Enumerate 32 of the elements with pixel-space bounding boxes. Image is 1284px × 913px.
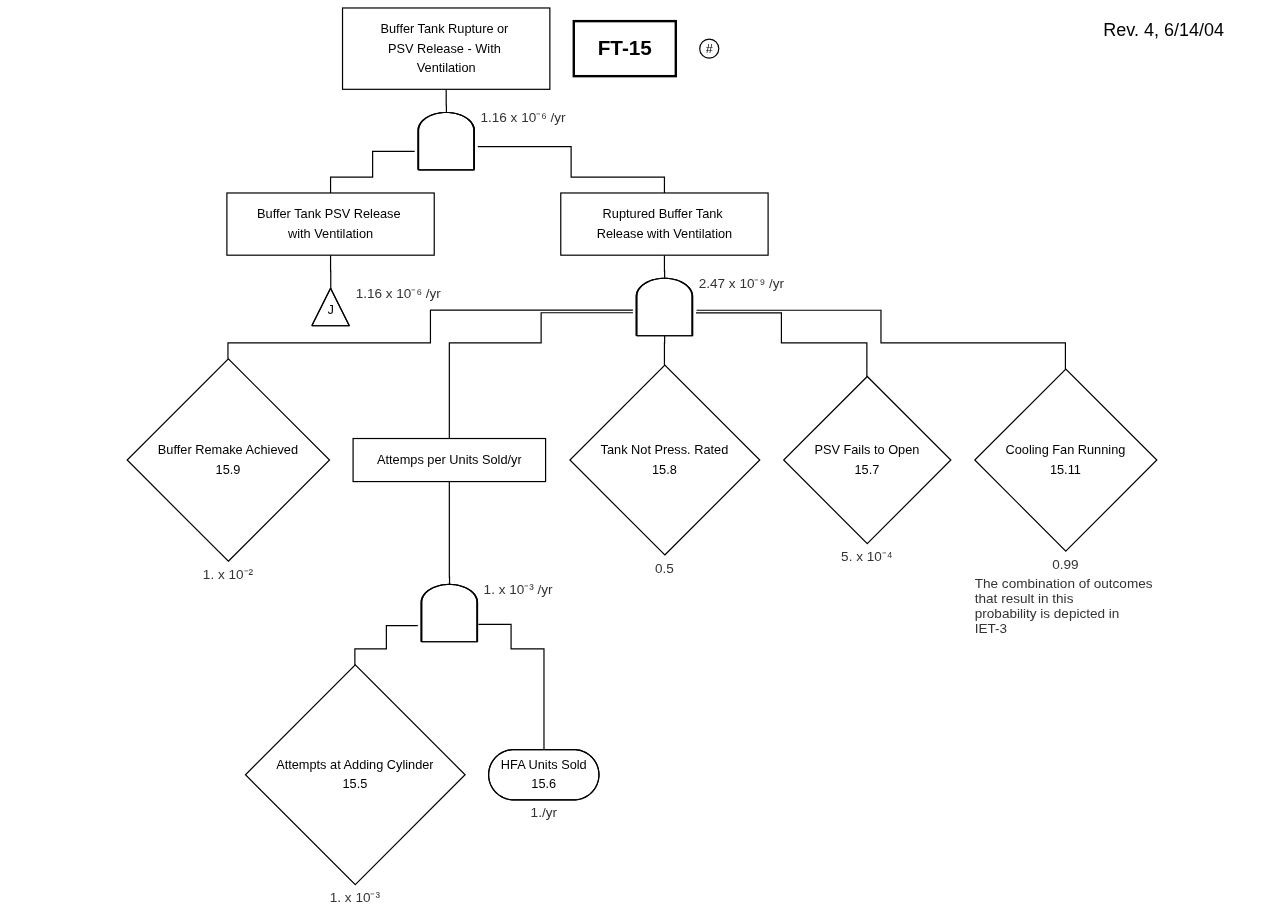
connector [329,254,332,290]
probability-value: 1.16 x 10⁻⁶ /yr [480,110,566,125]
node-diamond: Cooling Fan Running 15.11 [973,368,1158,552]
node-box: Attemps per Units Sold/yr [352,437,547,483]
node-diamond: Attempts at Adding Cylinder 15.5 [244,664,466,886]
probability-value: 2.47 x 10⁻⁹ /yr [698,275,785,291]
node-diamond: Tank Not Press. Rated 15.8 [569,364,761,556]
probability-value: 1. x 10⁻² [202,566,254,582]
connector [477,146,666,194]
probability-value: 1.16 x 10⁻⁶ /yr [355,285,441,301]
probability-value: 0.99 [1052,556,1079,572]
node-diamond: PSV Fails to Open 15.7 [782,375,952,545]
connector [227,309,634,360]
connector [354,625,419,666]
connector [695,312,868,378]
note-text: The combination of outcomes that result in this probability is depicted in IET-3 [974,575,1153,637]
connector [448,312,634,440]
connector [329,150,416,194]
probability-value: 1. x 10⁻³ [329,890,380,906]
probability-value: 5. x 10⁻⁴ [841,549,893,565]
node-box: Ruptured Buffer Tank Release with Ventilation [560,192,769,256]
connector [477,623,545,751]
probability-value: 1./yr [530,805,557,821]
revision-note: Rev. 4, 6/14/04 [1103,20,1224,41]
node-diamond: Buffer Remake Achieved 15.9 [126,358,331,563]
node-box: Buffer Tank Rupture or PSV Release - With Ventilation [341,7,551,90]
node-circle: # [699,38,720,59]
probability-value: 1. x 10⁻³ /yr [483,581,553,597]
node-box: FT-15 [572,19,677,78]
node-box: Buffer Tank PSV Release with Ventilation [226,192,435,256]
connector [695,309,1066,370]
probability-value: 0.5 [655,560,674,576]
